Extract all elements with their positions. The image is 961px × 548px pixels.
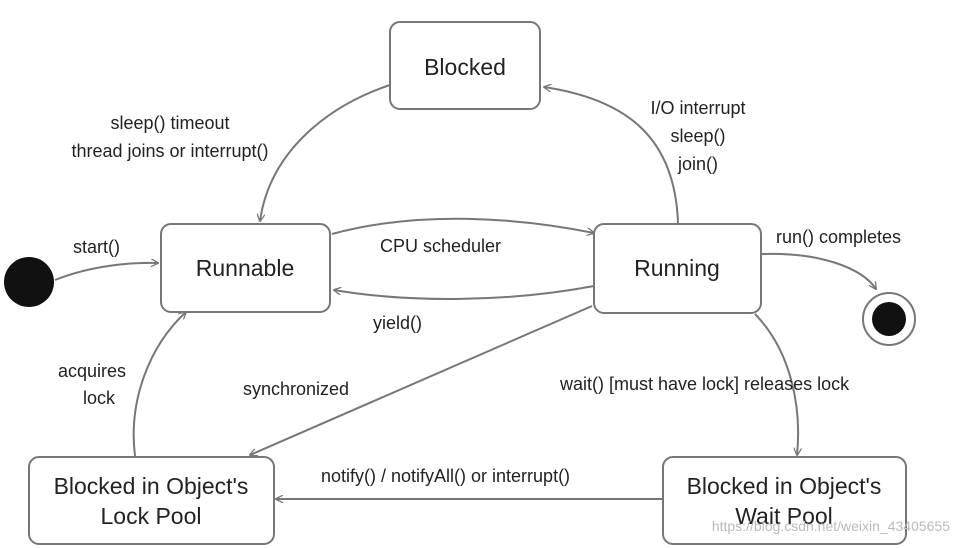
final-node-core: [872, 302, 906, 336]
edge-running-to-blocked: [544, 87, 679, 224]
initial-node: [4, 257, 54, 307]
edge-yield: [334, 285, 595, 300]
watermark: https://blog.csdn.net/weixin_43405655: [712, 518, 950, 534]
state-wait-pool: Blocked in Object's Wait Pool: [662, 456, 907, 545]
state-runnable-label: Runnable: [196, 255, 294, 281]
state-wait-pool-label-line2: Wait Pool: [735, 503, 833, 529]
state-running: Running: [593, 223, 762, 314]
label-run-completes: run() completes: [776, 227, 901, 247]
state-running-label: Running: [634, 255, 720, 281]
state-lock-pool-label-line2: Lock Pool: [100, 503, 201, 529]
label-acquires: acquires: [58, 361, 126, 381]
label-sleep: sleep(): [670, 126, 725, 146]
state-lock-pool: Blocked in Object's Lock Pool: [28, 456, 275, 545]
label-notify: notify() / notifyAll() or interrupt(): [321, 466, 570, 486]
label-join: join(): [677, 154, 718, 174]
state-blocked-label: Blocked: [424, 54, 506, 80]
label-synchronized: synchronized: [243, 379, 349, 399]
edge-blocked-to-runnable: [260, 84, 391, 221]
edge-cpu-scheduler: [331, 217, 594, 234]
label-lock: lock: [83, 388, 116, 408]
label-start: start(): [73, 237, 120, 257]
state-wait-pool-label-line1: Blocked in Object's: [687, 473, 882, 499]
label-io-interrupt: I/O interrupt: [650, 98, 745, 118]
edge-acquires-lock: [132, 312, 186, 457]
edge-wait: [754, 313, 798, 455]
label-yield: yield(): [373, 313, 422, 333]
edge-run-completes: [761, 252, 876, 289]
state-runnable: Runnable: [160, 223, 331, 313]
label-cpu-scheduler: CPU scheduler: [380, 236, 501, 256]
state-blocked: Blocked: [389, 21, 541, 110]
edge-synchronized: [250, 305, 593, 455]
label-sleep-timeout: sleep() timeout: [110, 113, 229, 133]
edge-start: [54, 263, 158, 281]
label-wait: wait() [must have lock] releases lock: [559, 374, 850, 394]
label-thread-joins: thread joins or interrupt(): [71, 141, 268, 161]
state-lock-pool-label-line1: Blocked in Object's: [54, 473, 249, 499]
